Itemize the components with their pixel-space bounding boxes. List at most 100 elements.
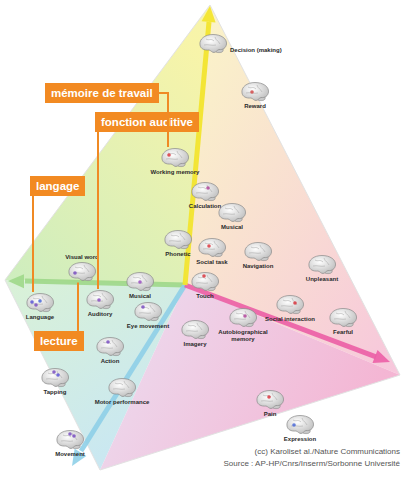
activation-spot <box>292 423 296 427</box>
callout-box: lecture <box>34 331 84 351</box>
brain-thumbnail <box>328 307 358 329</box>
brain-outline <box>200 35 227 53</box>
brain-node: Working memory <box>145 147 205 176</box>
pyramid-face <box>100 285 400 470</box>
callout-text: langage <box>36 180 79 192</box>
brain-node: Tapping <box>25 367 85 396</box>
axis-arrow-head <box>202 6 216 23</box>
brain-thumbnail <box>307 254 337 276</box>
brain-label: Social interaction <box>265 316 315 323</box>
activation-spot <box>141 305 145 309</box>
brain-outline <box>57 431 84 449</box>
brain-node: Expression <box>270 414 330 443</box>
pyramid-outline <box>5 5 400 470</box>
brain-label: Reward <box>244 103 266 110</box>
brain-node: Visual word <box>52 254 112 283</box>
brain-label: Decision (making) <box>230 47 282 54</box>
brain-outline <box>127 273 154 291</box>
brain-node: Musical <box>110 271 170 300</box>
axis-arrow <box>81 285 185 451</box>
credit-text: (cc) Karoliset al./Nature Communications <box>255 447 400 456</box>
brain-node: Auditory <box>70 289 130 318</box>
brain-node: Language <box>10 292 70 321</box>
brain-sulcus <box>196 185 212 193</box>
activation-spot <box>72 434 76 438</box>
leader-line <box>77 283 79 332</box>
brain-thumbnail <box>160 147 190 169</box>
brain-outline <box>192 273 219 291</box>
brain-node: Action <box>80 336 140 365</box>
brain-outline <box>257 391 284 409</box>
credit-text: Source : AP-HP/Cnrs/Inserm/Sorbonne Univ… <box>223 459 400 468</box>
brain-outline <box>182 321 209 339</box>
axis-arrow-head <box>8 274 24 288</box>
brain-outline <box>245 243 272 261</box>
activation-spot <box>38 299 42 303</box>
brain-outline <box>219 204 246 222</box>
brain-sulcus <box>313 258 329 266</box>
brain-label: Tapping <box>44 389 67 396</box>
brain-thumbnail <box>133 301 163 323</box>
brain-thumbnail <box>25 292 55 314</box>
brain-sulcus <box>61 433 77 441</box>
activation-spot <box>34 303 38 307</box>
brain-sulcus <box>334 311 350 319</box>
brain-label: Movement <box>55 451 85 458</box>
callout-box: fonction auditive <box>95 112 199 132</box>
brain-node: Pain <box>240 389 300 418</box>
axis-arrow <box>185 285 376 357</box>
callout-text: mémoire de travail <box>51 87 153 99</box>
brain-node: Social task <box>182 237 242 266</box>
brain-sulcus <box>186 323 202 331</box>
brain-thumbnail <box>190 271 220 293</box>
brain-thumbnail <box>85 289 115 311</box>
brain-sulcus <box>291 418 307 426</box>
axis-arrow-head <box>373 350 391 363</box>
callout-box: langage <box>30 176 85 196</box>
activation-spot <box>68 432 72 436</box>
brain-thumbnail <box>240 81 270 103</box>
brain-sulcus <box>91 293 107 301</box>
brain-node: Unpleasant <box>292 254 352 283</box>
brain-label: Pain <box>264 411 277 418</box>
brain-outline <box>165 231 192 249</box>
brain-sulcus <box>166 151 182 159</box>
activation-spot <box>267 395 271 399</box>
brain-outline <box>69 262 96 280</box>
activation-spot <box>202 274 206 278</box>
brain-thumbnail <box>285 414 315 436</box>
activation-spot <box>167 153 171 157</box>
callout-box: mémoire de travail <box>45 83 159 103</box>
brain-label: Action <box>101 358 120 365</box>
brain-label: Unpleasant <box>306 276 338 283</box>
brain-outline <box>87 291 114 309</box>
leader-line <box>97 132 99 289</box>
brain-thumbnail <box>67 261 97 283</box>
brain-thumbnail <box>180 319 210 341</box>
callout-text: lecture <box>40 335 78 347</box>
brain-sulcus <box>169 233 185 241</box>
activation-spot <box>207 244 211 248</box>
brain-sulcus <box>139 305 155 313</box>
activation-spot <box>106 340 110 344</box>
activation-spot <box>52 370 56 374</box>
brain-node: Musical <box>202 202 262 231</box>
activation-spot <box>138 280 142 284</box>
brain-node: Navigation <box>228 241 288 270</box>
brain-sulcus <box>113 381 129 389</box>
brain-outline <box>192 183 219 201</box>
brain-outline <box>277 296 304 314</box>
brain-sulcus <box>203 241 219 249</box>
brain-sulcus <box>249 245 265 253</box>
brain-thumbnail <box>190 181 220 203</box>
brain-sulcus <box>196 275 212 283</box>
activation-spot <box>97 298 101 302</box>
brain-sulcus <box>281 298 297 306</box>
brain-outline <box>162 149 189 167</box>
brain-sulcus <box>223 206 239 214</box>
activation-spot <box>73 271 77 275</box>
brain-sulcus <box>261 393 277 401</box>
brain-sulcus <box>204 37 220 45</box>
brain-node: Imagery <box>165 319 225 348</box>
